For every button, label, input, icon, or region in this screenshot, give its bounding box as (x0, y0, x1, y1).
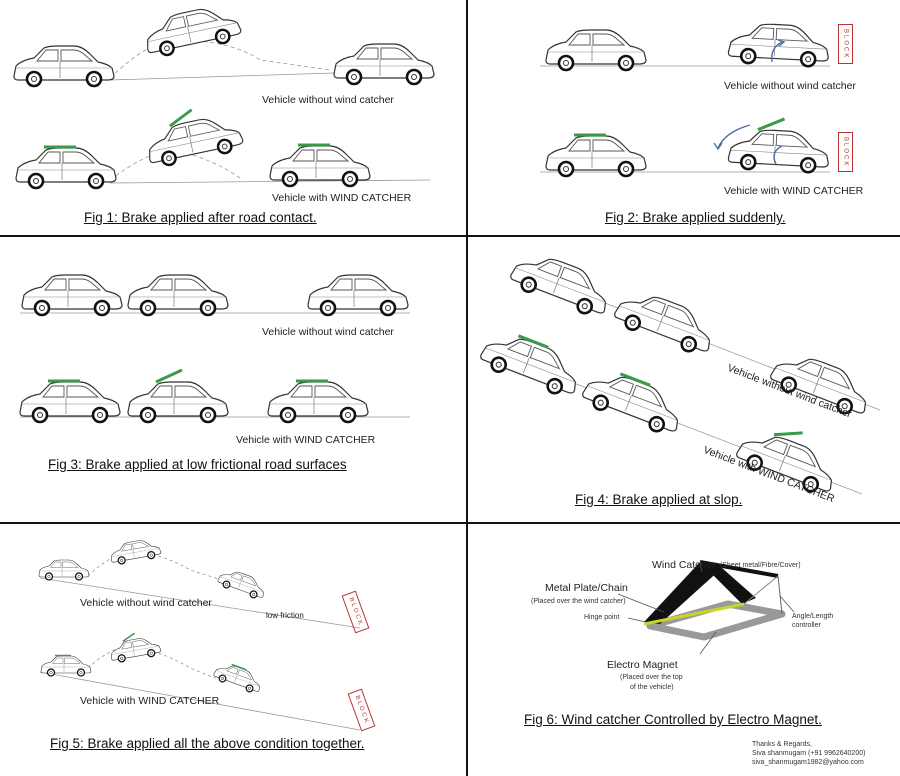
fig2-label-without: Vehicle without wind catcher (724, 80, 856, 92)
fig3-drawing (18, 273, 410, 424)
fig6-caption: Fig 6: Wind catcher Controlled by Electr… (524, 712, 822, 727)
fig1-label-with: Vehicle with WIND CATCHER (272, 192, 412, 204)
fig4-drawing (476, 245, 881, 500)
vertical-divider (466, 0, 468, 776)
fig3-caption: Fig 3: Brake applied at low frictional r… (48, 457, 347, 472)
credits-line-1: Thanks & Regards, (752, 741, 812, 748)
fig5-caption: Fig 5: Brake applied all the above condi… (50, 736, 365, 751)
fig2-block-bottom: BLOCK (838, 132, 853, 172)
fig3-label-without: Vehicle without wind catcher (262, 326, 394, 338)
credits-line-2: Siva shanmugam (+91 9962640200) (752, 750, 866, 757)
fig2-block-top-text: BLOCK (842, 28, 849, 60)
fig2-caption: Fig 2: Brake applied suddenly. (605, 210, 786, 225)
fig5-drawing (38, 536, 361, 731)
fig6-metal-plate: Metal Plate/Chain (545, 582, 628, 594)
horizontal-divider-1 (0, 235, 900, 237)
fig6-hinge-point: Hinge point (584, 614, 620, 621)
fig6-angle-controller-2: controller (792, 622, 821, 629)
fig1-drawing (12, 0, 436, 190)
fig4-caption: Fig 4: Brake applied at slop. (575, 492, 743, 507)
fig6-electro-magnet: Electro Magnet (607, 659, 678, 671)
fig5-label-with: Vehicle with WIND CATCHER (80, 695, 220, 707)
fig1-caption: Fig 1: Brake applied after road contact. (84, 210, 317, 225)
fig2-label-with: Vehicle with WIND CATCHER (724, 185, 864, 197)
fig6-wind-catcher-note: (Sheet metal/Fibre/Cover) (720, 562, 801, 569)
fig5-label-without: Vehicle without wind catcher (80, 597, 212, 609)
fig6-electro-magnet-note-1: (Placed over the top (620, 674, 683, 681)
fig6-drawing (617, 560, 795, 655)
fig2-block-top: BLOCK (838, 24, 853, 64)
fig3-label-with: Vehicle with WIND CATCHER (236, 434, 376, 446)
fig6-angle-controller-1: Angle/Length (792, 613, 834, 620)
credits-line-3: siva_shanmugam1982@yahoo.com (752, 759, 864, 766)
fig6-electro-magnet-note-2: of the vehicle) (630, 684, 674, 691)
fig6-wind-catcher: Wind Catcher (652, 559, 716, 571)
horizontal-divider-2 (0, 522, 900, 524)
fig6-metal-plate-note: (Placed over the wind catcher) (531, 598, 626, 605)
fig1-label-without: Vehicle without wind catcher (262, 94, 394, 106)
fig2-block-bottom-text: BLOCK (842, 136, 849, 168)
fig2-drawing (540, 20, 832, 178)
fig5-low-friction: low friction (266, 611, 304, 620)
